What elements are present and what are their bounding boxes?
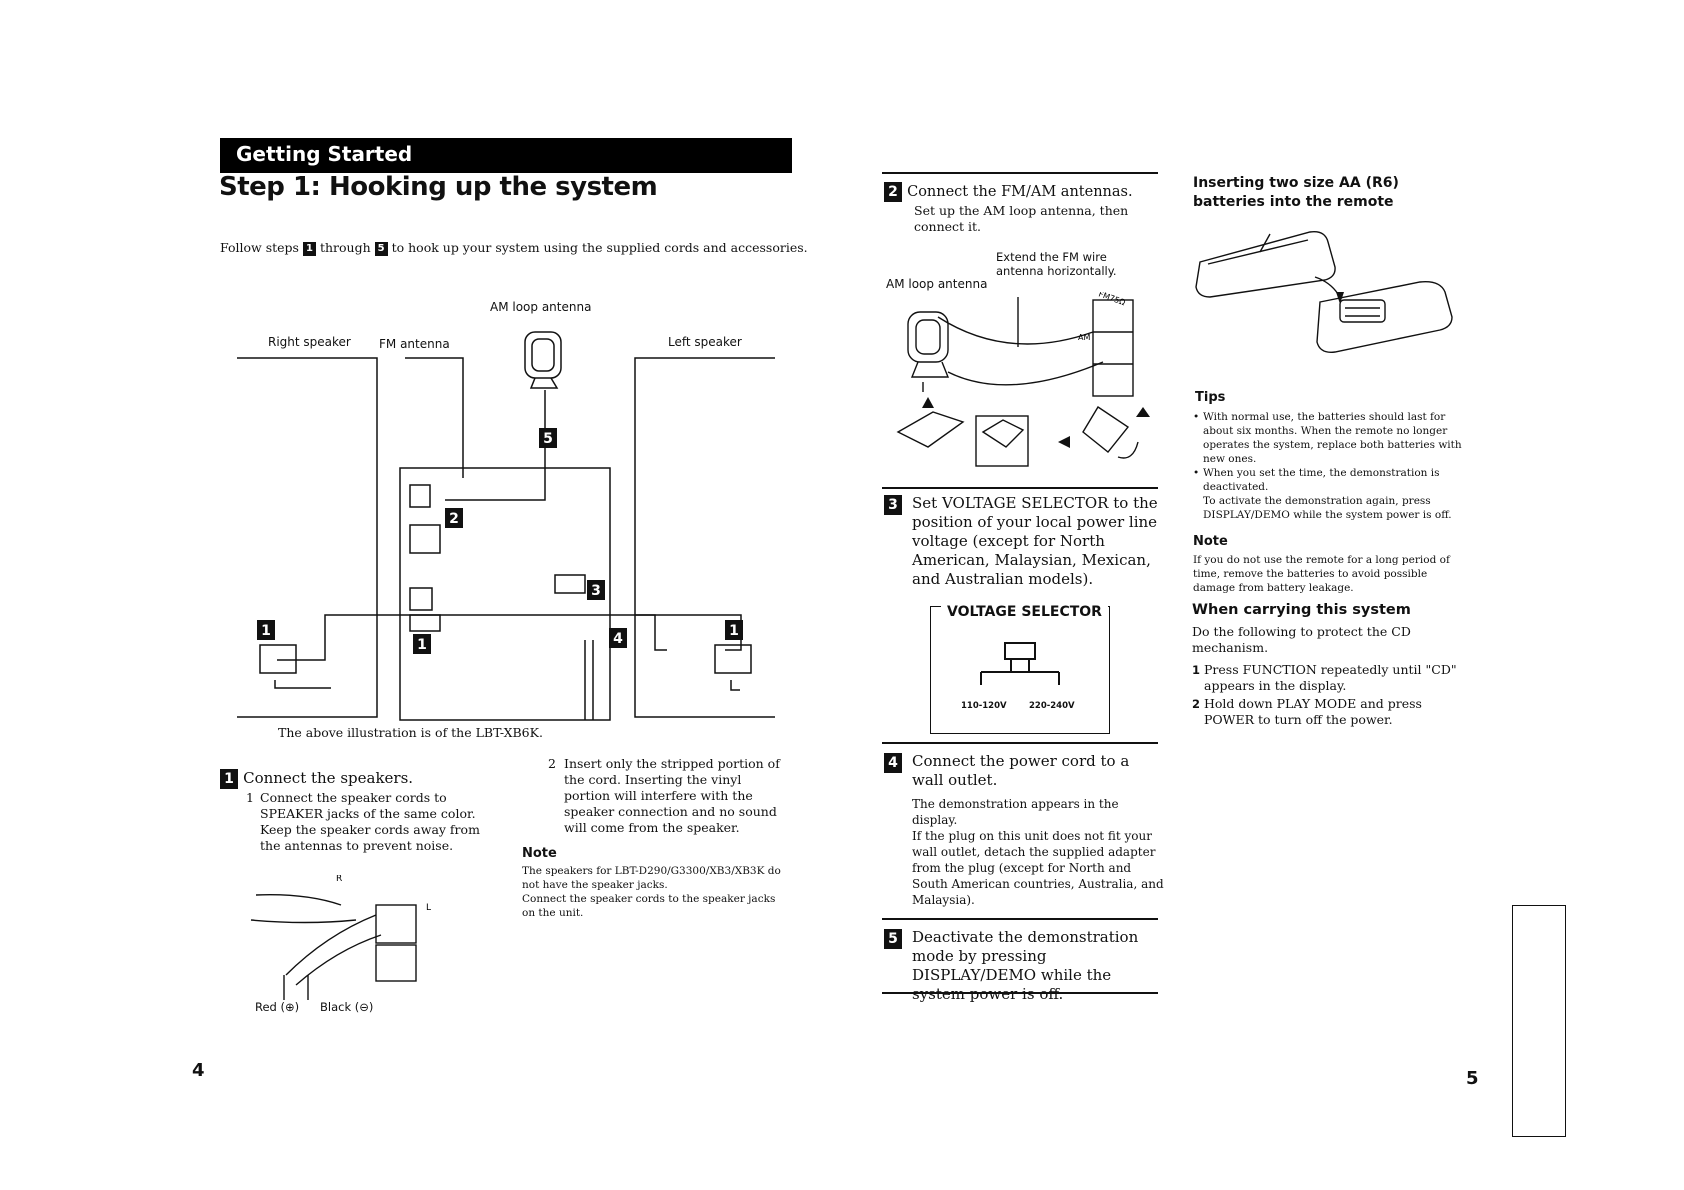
step1-number: 1 [220, 768, 238, 789]
tips-list: •With normal use, the batteries should l… [1193, 410, 1465, 522]
step1-note-label: Note [522, 846, 557, 861]
step5-heading: Deactivate the demonstration mode by pre… [912, 928, 1139, 1003]
tip-2: •When you set the time, the demonstratio… [1193, 467, 1452, 521]
callout-4: 4 [613, 631, 623, 647]
callout-1-right: 1 [261, 623, 271, 639]
voltage-selector-title: VOLTAGE SELECTOR [941, 604, 1108, 620]
carrying-step-2-text: Hold down PLAY MODE and press POWER to t… [1204, 696, 1422, 727]
step2-fm-note: Extend the FM wire antenna horizontally. [996, 250, 1117, 278]
carrying-step-1-text: Press FUNCTION repeatedly until "CD" app… [1204, 662, 1457, 693]
callout-2: 2 [449, 511, 459, 527]
step1-note-2: Connect the speaker cords to the speaker… [522, 893, 776, 919]
label-red: Red (⊕) [255, 1000, 300, 1014]
intro-mid: through [319, 240, 371, 255]
carrying-step-1: 1 Press FUNCTION repeatedly until "CD" a… [1192, 662, 1462, 694]
intro-pre: Follow steps [220, 240, 299, 255]
intro-text: Follow steps 1 through 5 to hook up your… [220, 240, 808, 256]
intro-post: to hook up your system using the supplie… [391, 240, 808, 255]
step-marker-1: 1 [302, 241, 316, 256]
voltage-220: 220-240V [1029, 701, 1075, 711]
voltage-switch-icon [980, 642, 1060, 685]
antenna-illustration: FM75Ω AM [896, 292, 1150, 467]
step1-note: The speakers for LBT-D290/G3300/XB3/XB3K… [522, 864, 790, 920]
label-right-speaker: Right speaker [268, 335, 351, 349]
tip-2b-text: To activate the demonstration again, pre… [1203, 495, 1452, 521]
carrying-intro: Do the following to protect the CD mecha… [1192, 624, 1411, 655]
illustration-caption: The above illustration is of the LBT-XB6… [278, 725, 543, 740]
step3-block: 3 Set VOLTAGE SELECTOR to the position o… [884, 494, 1164, 589]
am-jack-label: AM [1078, 333, 1090, 342]
rule [882, 172, 1158, 174]
label-fm-antenna: FM antenna [379, 337, 450, 351]
page-number-right: 5 [1466, 1068, 1479, 1089]
step5-block: 5 Deactivate the demonstration mode by p… [884, 928, 1164, 1004]
step5-number: 5 [884, 929, 902, 949]
callout-5: 5 [543, 431, 553, 447]
tips-label: Tips [1195, 390, 1226, 405]
step1-sub1-extra: Keep the speaker cords away from the ant… [260, 822, 480, 853]
carrying-heading: When carrying this system [1192, 602, 1411, 618]
batteries-heading: Inserting two size AA (R6) batteries int… [1193, 175, 1399, 210]
carrying-step-1-num: 1 [1192, 663, 1201, 677]
label-left-speaker: Left speaker [668, 335, 742, 349]
label-am-loop-antenna: AM loop antenna [490, 300, 592, 314]
rule [882, 918, 1158, 920]
label-l: L [426, 903, 431, 913]
battery-note-label: Note [1193, 534, 1228, 549]
step3-number: 3 [884, 495, 902, 515]
rule [882, 992, 1158, 994]
step4-heading: Connect the power cord to a wall outlet. [912, 752, 1130, 789]
callout-1-left: 1 [729, 623, 739, 639]
step1-sub2: 2 Insert only the stripped portion of th… [548, 756, 788, 836]
step1-sub2-num: 2 [548, 756, 556, 771]
step2-text: Set up the AM loop antenna, then connect… [914, 203, 1129, 234]
tip-2-text: When you set the time, the demonstration… [1203, 467, 1440, 493]
section-label: Getting Started [236, 142, 413, 166]
step4-block: 4 Connect the power cord to a wall outle… [884, 752, 1164, 908]
step2-heading-row: 2 Connect the FM/AM antennas. [884, 181, 1133, 202]
step1-sub2-text: Insert only the stripped portion of the … [564, 756, 780, 835]
remote-battery-illustration [1195, 231, 1453, 353]
step1-sub1-num: 1 [246, 790, 254, 805]
step1-sub1-text: Connect the speaker cords to SPEAKER jac… [260, 790, 476, 821]
step2-am-label: AM loop antenna [886, 277, 988, 291]
step4-text1: The demonstration appears in the display… [912, 797, 1119, 827]
carrying-step-2-num: 2 [1192, 697, 1201, 711]
tip-1: •With normal use, the batteries should l… [1193, 411, 1462, 465]
voltage-selector-box: VOLTAGE SELECTOR 110-120V 220-240V [930, 604, 1110, 734]
step1-note-1: The speakers for LBT-D290/G3300/XB3/XB3K… [522, 865, 781, 891]
step2-number: 2 [884, 181, 902, 202]
tip-1-text: With normal use, the batteries should la… [1203, 411, 1462, 465]
battery-note: If you do not use the remote for a long … [1193, 554, 1450, 594]
hookup-diagram: 5 2 3 4 1 1 1 [237, 331, 775, 721]
speaker-cord-illustration: R L [250, 875, 431, 1000]
page-title: Step 1: Hooking up the system [219, 172, 658, 202]
carrying-step-2: 2 Hold down PLAY MODE and press POWER to… [1192, 696, 1462, 728]
step1-heading: Connect the speakers. [243, 769, 414, 787]
step1-sub1: 1 Connect the speaker cords to SPEAKER j… [246, 790, 496, 854]
page-number-left: 4 [192, 1060, 205, 1081]
rule [882, 487, 1158, 489]
section-header-bar: Getting Started [220, 138, 792, 173]
step2-heading: Connect the FM/AM antennas. [907, 184, 1133, 200]
label-black: Black (⊖) [320, 1000, 374, 1014]
label-r: R [336, 875, 342, 884]
step3-heading: Set VOLTAGE SELECTOR to the position of … [912, 494, 1158, 588]
step1-heading-row: 1 Connect the speakers. [220, 768, 413, 789]
rule [882, 742, 1158, 744]
step-marker-5: 5 [374, 241, 388, 256]
side-tab [1512, 905, 1566, 1137]
voltage-110: 110-120V [961, 701, 1007, 711]
step4-text2: If the plug on this unit does not fit yo… [912, 829, 1164, 907]
step4-number: 4 [884, 753, 902, 773]
callout-1-unit: 1 [417, 637, 427, 653]
callout-3: 3 [591, 583, 601, 599]
